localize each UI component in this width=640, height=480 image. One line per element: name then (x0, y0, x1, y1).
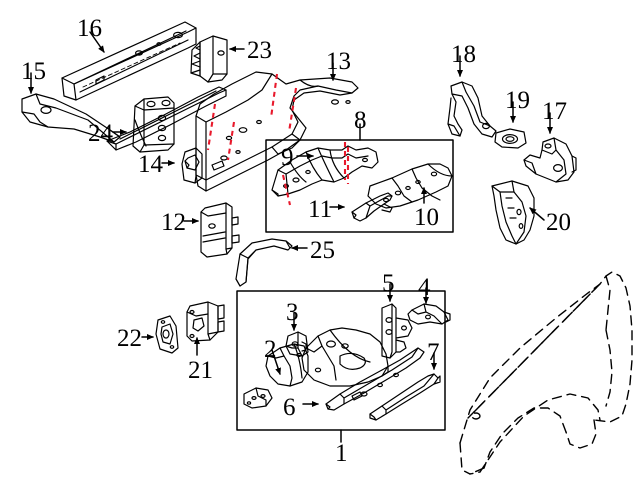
callout-number-7[interactable]: 7 (427, 339, 440, 366)
callout-number-23[interactable]: 23 (247, 37, 272, 64)
callout-number-1[interactable]: 1 (335, 440, 348, 467)
callout-number-19[interactable]: 19 (505, 87, 530, 114)
callout-number-22[interactable]: 22 (117, 325, 142, 352)
part-23-shape (190, 35, 228, 83)
part-24-shape (132, 96, 175, 153)
callout-number-16[interactable]: 16 (77, 15, 102, 42)
part-14-shape (181, 147, 203, 184)
part-7-shape (369, 373, 441, 421)
part-3-shape (285, 331, 309, 357)
part-5-shape (381, 303, 413, 359)
callout-number-17[interactable]: 17 (542, 98, 567, 125)
callout-number-11[interactable]: 11 (308, 196, 333, 223)
part-9-shape (271, 145, 379, 197)
part-4-bracket-shape (407, 303, 451, 325)
cut-mark-3 (269, 73, 279, 119)
cut-mark-4 (287, 87, 298, 133)
callout-number-14[interactable]: 14 (138, 151, 163, 178)
callout-number-24[interactable]: 24 (88, 120, 113, 147)
callout-number-15[interactable]: 15 (21, 58, 46, 85)
part-17-shape (523, 137, 577, 183)
callout-number-12[interactable]: 12 (161, 209, 186, 236)
callout-number-25[interactable]: 25 (310, 237, 335, 264)
callout-number-6[interactable]: 6 (283, 394, 296, 421)
callout-number-21[interactable]: 21 (188, 357, 213, 384)
part-22-shape (155, 315, 179, 354)
callout-number-9[interactable]: 9 (281, 144, 294, 171)
part-15-shape (21, 93, 121, 143)
callout-number-5[interactable]: 5 (382, 270, 395, 297)
callout-number-18[interactable]: 18 (451, 41, 476, 68)
callout-leader-20 (529, 207, 545, 221)
callout-number-13[interactable]: 13 (326, 48, 351, 75)
callout-leader-2 (271, 349, 281, 375)
part-4-center-shape (301, 327, 389, 387)
callout-number-4[interactable]: 4 (418, 274, 431, 301)
callout-number-10[interactable]: 10 (414, 204, 439, 231)
callout-number-2[interactable]: 2 (264, 336, 277, 363)
callout-number-3[interactable]: 3 (286, 299, 299, 326)
part-16-lower-rail-shape (106, 86, 227, 151)
part-18-shape (447, 81, 497, 138)
part-25-shape (235, 238, 293, 287)
assembly-box-1 (236, 290, 446, 431)
callout-leader-16 (89, 31, 105, 53)
part-16-shape (61, 21, 197, 101)
callout-number-20[interactable]: 20 (546, 209, 571, 236)
part-2-lower-plate-shape (243, 387, 273, 409)
cut-mark-1 (206, 103, 217, 151)
part-6-shape (325, 347, 425, 411)
part-12-shape (200, 202, 240, 258)
part-19-shape (494, 128, 527, 149)
assembly-box-8 (265, 139, 454, 233)
part-11-shape (351, 192, 393, 222)
fender-outline-shape (459, 271, 633, 475)
part-10-shape (367, 163, 453, 209)
callout-number-8[interactable]: 8 (354, 107, 367, 134)
cut-mark-2 (226, 121, 236, 161)
part-20-shape (491, 180, 535, 245)
part-21-shape (186, 301, 225, 342)
